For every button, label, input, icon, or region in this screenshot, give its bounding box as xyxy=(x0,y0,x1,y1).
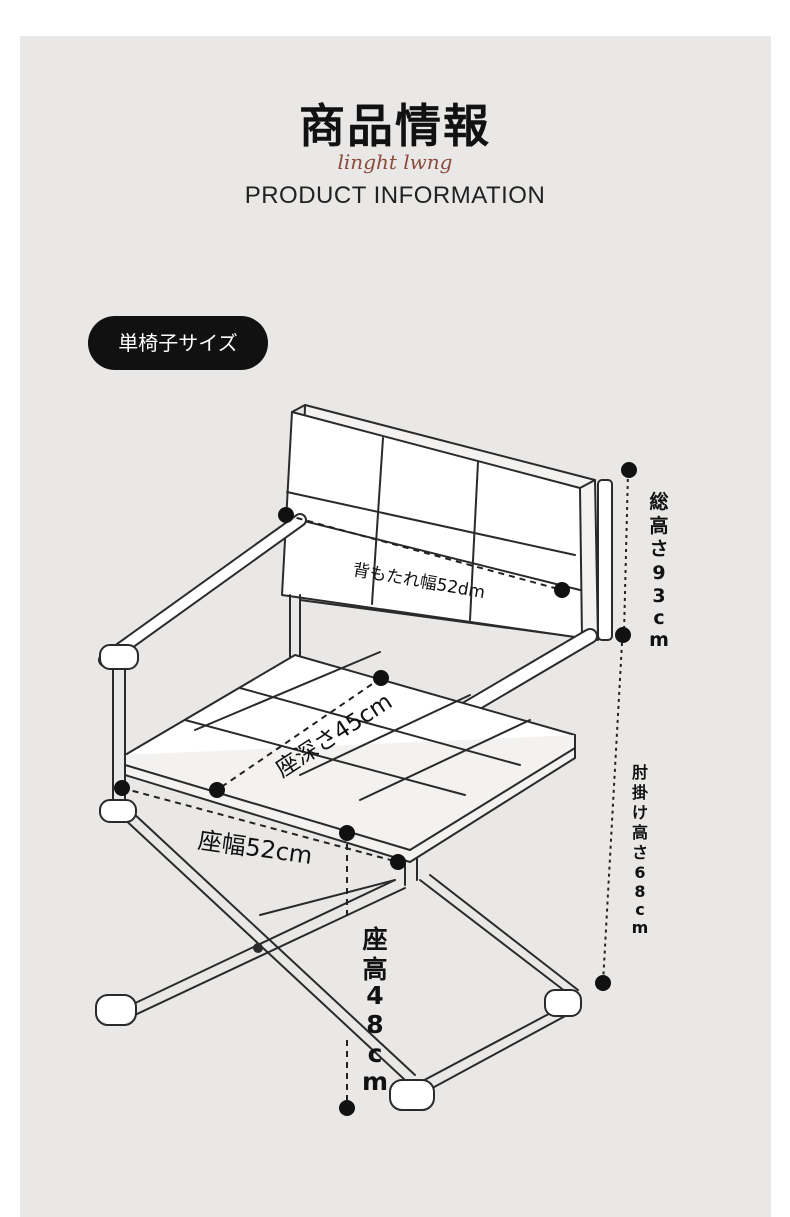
chair-backrest xyxy=(281,404,599,641)
total-height-label: 総 高 さ 9 3 c m xyxy=(649,490,669,651)
marker-width-left xyxy=(114,780,130,796)
seat-height-label: 座 高 4 8 c m xyxy=(362,925,388,1096)
size-section-pill: 単椅子サイズ xyxy=(88,316,268,370)
svg-text:9: 9 xyxy=(652,562,665,584)
svg-text:さ: さ xyxy=(632,843,648,862)
total-height-line xyxy=(623,471,629,634)
marker-depth-front xyxy=(209,782,225,798)
chair-seat xyxy=(124,651,576,863)
script-subtitle: linght lwng xyxy=(337,150,453,174)
svg-text:8: 8 xyxy=(366,1010,383,1039)
seat-depth-line xyxy=(216,677,382,791)
svg-text:c: c xyxy=(653,607,664,629)
marker-width-right xyxy=(390,854,406,870)
svg-text:高: 高 xyxy=(362,955,387,984)
marker-seat-height-bottom xyxy=(339,1100,355,1116)
svg-text:4: 4 xyxy=(366,981,383,1010)
svg-text:高: 高 xyxy=(632,823,648,842)
backrest-width-line xyxy=(285,514,563,591)
svg-text:掛: 掛 xyxy=(632,783,648,802)
svg-text:c: c xyxy=(635,900,644,919)
svg-text:m: m xyxy=(649,629,669,651)
marker-armrest-bottom xyxy=(595,975,611,991)
seat-width-line xyxy=(121,787,399,863)
svg-text:さ: さ xyxy=(649,538,668,560)
marker-backrest-left xyxy=(278,507,294,523)
svg-text:6: 6 xyxy=(634,863,645,882)
marker-depth-back xyxy=(373,670,389,686)
svg-text:肘: 肘 xyxy=(632,763,648,782)
page-title: 商品情報 xyxy=(299,99,491,153)
seat-width-label: 座幅52cm xyxy=(196,826,314,870)
svg-text:m: m xyxy=(632,918,649,937)
svg-text:3: 3 xyxy=(652,585,665,607)
svg-text:座: 座 xyxy=(362,925,387,954)
chair-legs xyxy=(95,799,582,1111)
svg-text:総: 総 xyxy=(649,490,668,513)
marker-total-height-bottom xyxy=(615,627,631,643)
svg-text:け: け xyxy=(632,803,648,822)
svg-text:高: 高 xyxy=(649,514,668,537)
svg-text:m: m xyxy=(362,1067,388,1096)
svg-text:c: c xyxy=(368,1039,383,1068)
marker-seat-height-top xyxy=(339,825,355,841)
chair-back-posts xyxy=(289,479,613,671)
chair-left-armrest xyxy=(98,513,307,801)
english-title: PRODUCT INFORMATION xyxy=(244,182,546,209)
armrest-height-line xyxy=(602,642,623,984)
marker-total-height-top xyxy=(621,462,637,478)
armrest-height-label: 肘 掛 け 高 さ 6 8 c m xyxy=(632,763,649,937)
svg-text:8: 8 xyxy=(634,882,645,901)
marker-backrest-right xyxy=(554,582,570,598)
